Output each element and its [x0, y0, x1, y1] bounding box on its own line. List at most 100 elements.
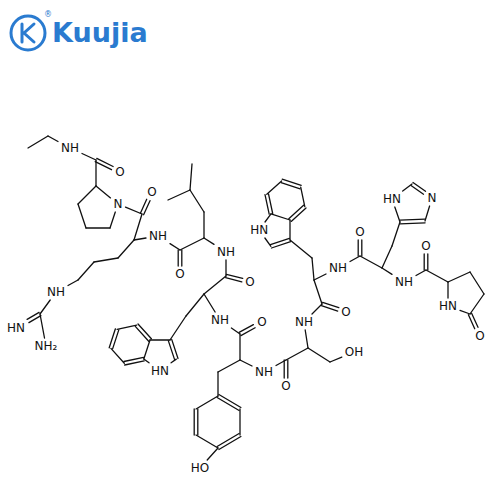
bond-line — [400, 223, 425, 224]
bond-line — [226, 274, 242, 278]
bond-line — [125, 361, 145, 365]
atom-label: HO — [190, 462, 210, 474]
bond-line — [286, 348, 308, 360]
bond-line — [472, 313, 478, 327]
bond-line — [267, 181, 282, 194]
bond-line — [96, 186, 111, 198]
atom-label: NH — [60, 142, 80, 154]
bond-line — [186, 294, 204, 316]
bond-line — [170, 316, 186, 340]
bond-line — [350, 256, 360, 262]
bond-line — [470, 272, 484, 294]
bond-line — [219, 395, 241, 408]
atom-label: O — [420, 240, 431, 252]
bond-line — [95, 162, 111, 170]
atom-label: NH — [210, 314, 230, 326]
bond-line — [203, 212, 204, 238]
bond-line — [124, 357, 144, 361]
atom-label: NH — [394, 276, 414, 288]
registered-mark: ® — [44, 11, 52, 19]
bond-line — [239, 409, 240, 435]
bond-line — [135, 326, 148, 341]
bond-line — [190, 190, 204, 212]
bond-line — [226, 278, 242, 282]
atom-label: O — [146, 186, 157, 198]
brand-name: Kuujia — [52, 19, 148, 46]
bond-line — [117, 325, 137, 329]
bond-line — [305, 330, 308, 348]
atom-label: NH — [216, 246, 236, 258]
bond-line — [312, 304, 322, 314]
bond-line — [323, 302, 339, 307]
bond-line — [40, 300, 50, 314]
atom-label: O — [174, 268, 185, 280]
bond-line — [314, 274, 326, 280]
bond-line — [382, 246, 392, 268]
bond-line — [312, 258, 314, 280]
atom-label: O — [354, 226, 365, 238]
bond-line — [178, 250, 179, 266]
bond-line — [330, 357, 342, 362]
bond-line — [68, 280, 78, 286]
bond-line — [360, 256, 382, 268]
atom-label: NH — [294, 316, 314, 328]
bond-line — [134, 238, 146, 240]
bond-line — [361, 240, 362, 256]
atom-label: O — [280, 380, 291, 392]
bond-line — [239, 334, 240, 360]
bond-line — [392, 222, 400, 246]
bond-line — [48, 136, 58, 142]
bond-line — [78, 186, 96, 204]
bond-line — [231, 328, 240, 334]
atom-label: O — [340, 306, 351, 318]
atom-label: O — [114, 166, 125, 178]
bond-line — [196, 396, 218, 409]
bond-line — [207, 448, 218, 460]
atom-label: HN — [150, 365, 170, 377]
bond-line — [217, 372, 218, 396]
bond-line — [240, 360, 252, 366]
bond-line — [190, 164, 192, 190]
bond-line — [194, 409, 195, 435]
bond-line — [416, 270, 426, 276]
bond-line — [301, 187, 305, 207]
bond-line — [180, 238, 204, 250]
bond-line — [271, 214, 290, 220]
atom-label: NH — [46, 286, 66, 298]
bond-line — [144, 340, 150, 359]
bond-line — [358, 240, 359, 256]
bond-line — [150, 339, 170, 340]
bond-line — [281, 183, 300, 189]
bond-line — [218, 360, 240, 372]
bond-line — [265, 214, 271, 222]
bond-line — [400, 219, 425, 220]
atom-label: NH — [148, 230, 168, 242]
atom-label: HN — [6, 322, 26, 334]
bond-line — [204, 276, 226, 294]
bond-line — [94, 258, 118, 262]
atom-label: O — [474, 330, 485, 342]
bond-line — [411, 186, 424, 195]
bond-line — [181, 250, 182, 266]
atom-label: HN — [249, 224, 269, 236]
bond-line — [470, 294, 484, 314]
bond-line — [78, 262, 94, 280]
bond-line — [241, 328, 255, 336]
bond-line — [413, 183, 426, 192]
atom-label: HN — [438, 300, 458, 312]
bond-line — [29, 316, 41, 323]
bond-line — [425, 206, 430, 221]
bond-line — [171, 359, 176, 363]
bond-line — [126, 207, 143, 214]
bond-line — [168, 190, 190, 200]
atom-label: NH — [328, 262, 348, 274]
bond-line — [314, 280, 322, 304]
bond-line — [424, 254, 425, 270]
bond-line — [427, 254, 428, 270]
bond-line — [134, 214, 142, 240]
bond-line — [269, 194, 273, 214]
bond-line — [289, 205, 304, 218]
bond-line — [239, 325, 253, 333]
bond-line — [308, 348, 330, 362]
atom-label: N — [427, 192, 438, 204]
